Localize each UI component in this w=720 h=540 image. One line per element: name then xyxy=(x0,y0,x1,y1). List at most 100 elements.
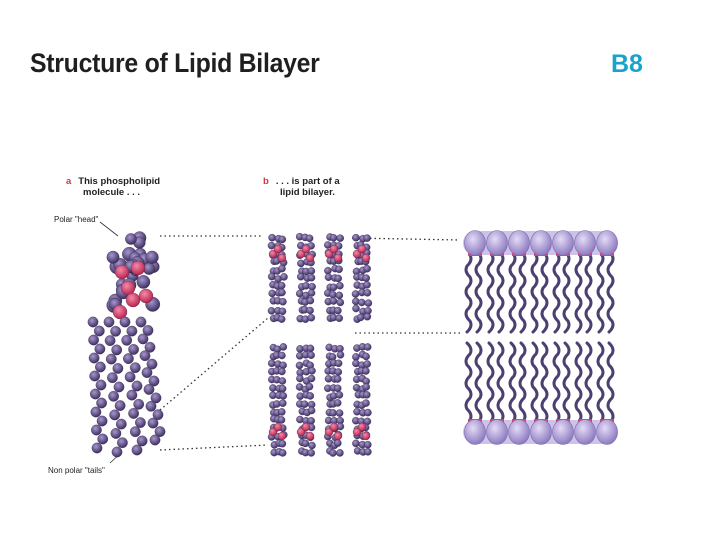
caption-a-line2: molecule . . . xyxy=(83,187,141,198)
polar-head-bead xyxy=(574,419,596,445)
carbon-atom xyxy=(152,409,164,421)
fatty-acid-tail xyxy=(486,253,495,334)
carbon-atom xyxy=(136,435,148,447)
polar-head-atom xyxy=(352,249,362,259)
carbon-atom xyxy=(114,400,126,411)
carbon-atom xyxy=(305,234,314,243)
polar-head-atom xyxy=(268,427,278,437)
carbon-atom xyxy=(125,233,137,245)
carbon-atom xyxy=(363,312,372,321)
carbon-atom xyxy=(336,449,344,457)
carbon-atom xyxy=(364,440,372,449)
carbon-atom xyxy=(145,250,159,264)
carbon-atom xyxy=(306,392,315,400)
carbon-atom xyxy=(306,344,315,353)
carbon-atom xyxy=(329,283,338,292)
carbon-atom xyxy=(335,409,344,417)
fatty-acid-tail xyxy=(562,253,571,334)
polar-head-atom xyxy=(329,422,339,432)
carbon-atom xyxy=(268,289,276,298)
carbon-atom xyxy=(333,384,342,393)
carbon-atom xyxy=(113,381,125,393)
polar-head-bead xyxy=(486,419,508,445)
polar-head-bead xyxy=(596,419,618,445)
carbon-atom xyxy=(305,382,314,391)
carbon-atom xyxy=(128,344,139,355)
carbon-atom xyxy=(104,335,116,346)
polar-head-atom xyxy=(352,427,362,437)
polar-head-atom xyxy=(305,253,315,263)
polar-head-bead xyxy=(486,230,508,256)
carbon-atom xyxy=(278,264,286,273)
polar-head-atom xyxy=(114,264,130,280)
fatty-acid-tail xyxy=(574,253,583,334)
carbon-atom xyxy=(364,408,372,417)
polar-head-atom xyxy=(305,431,315,441)
fatty-acid-tail xyxy=(464,253,473,334)
carbon-atom xyxy=(278,439,287,448)
carbon-atom xyxy=(278,449,287,457)
carbon-atom xyxy=(307,417,315,425)
phospholipid-molecule xyxy=(87,231,166,458)
carbon-atom xyxy=(324,266,332,275)
carbon-atom xyxy=(306,306,314,315)
polar-head-bead xyxy=(530,419,552,445)
polar-head-bead xyxy=(464,419,486,445)
carbon-atom xyxy=(278,384,287,393)
carbon-atom xyxy=(334,306,342,315)
carbon-atom xyxy=(336,281,344,290)
carbon-atom xyxy=(108,390,119,402)
polar-head-atom xyxy=(361,431,371,441)
carbon-atom xyxy=(280,273,288,281)
carbon-atom xyxy=(124,371,136,383)
carbon-atom xyxy=(135,316,147,328)
carbon-atom xyxy=(334,274,342,283)
fatty-acid-tail xyxy=(540,253,549,334)
carbon-atom xyxy=(335,265,343,274)
carbon-atom xyxy=(307,406,316,415)
carbon-atom xyxy=(352,353,360,361)
carbon-atom xyxy=(300,400,309,408)
carbon-atom xyxy=(277,281,286,290)
carbon-atom xyxy=(296,374,304,383)
fatty-acid-tail xyxy=(530,253,539,334)
carbon-atom xyxy=(295,361,304,370)
polar-head-atom xyxy=(273,244,283,254)
fatty-acid-tail xyxy=(562,341,571,422)
fatty-acid-tail xyxy=(518,341,527,422)
carbon-atom xyxy=(362,367,370,375)
carbon-atom xyxy=(117,437,128,449)
carbon-atom xyxy=(363,281,371,289)
carbon-atom xyxy=(110,325,121,337)
carbon-atom xyxy=(97,433,109,445)
carbon-atom xyxy=(363,391,371,399)
carbon-atom xyxy=(89,370,101,382)
carbon-atom xyxy=(111,344,123,356)
polar-head-atom xyxy=(357,422,367,432)
fatty-acid-tail xyxy=(574,341,583,422)
label-polar-head: Polar "head" xyxy=(54,215,99,224)
carbon-atom xyxy=(267,359,276,368)
carbon-atom xyxy=(93,325,105,337)
carbon-atom xyxy=(110,428,122,439)
bilayer-fragment xyxy=(267,232,373,457)
carbon-atom xyxy=(89,388,101,400)
polar-head-bead xyxy=(596,230,618,256)
carbon-atom xyxy=(91,442,103,454)
carbon-atom xyxy=(363,343,372,351)
carbon-atom xyxy=(329,409,337,417)
section-badge: B8 xyxy=(611,50,643,78)
carbon-atom xyxy=(278,367,286,376)
carbon-atom xyxy=(137,333,149,345)
label-nonpolar-tails: Non polar "tails" xyxy=(48,466,105,475)
polar-head-atom xyxy=(296,427,306,437)
fatty-acid-tail xyxy=(596,341,605,422)
polar-head-atom xyxy=(357,244,367,254)
polar-head-atom xyxy=(296,249,306,259)
carbon-atom xyxy=(279,343,288,351)
carbon-atom xyxy=(352,304,360,313)
carbon-atom xyxy=(145,400,157,412)
fatty-acid-tail xyxy=(474,341,483,422)
polar-head-atom xyxy=(273,422,283,432)
